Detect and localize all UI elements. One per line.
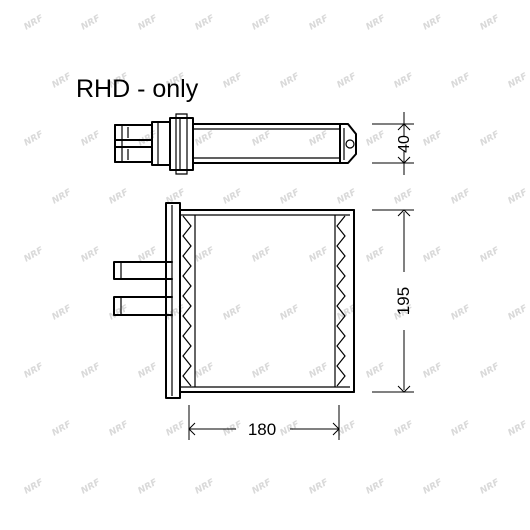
watermark-tile: NRF xyxy=(479,361,503,380)
watermark-tile: NRF xyxy=(507,71,530,90)
watermark-tile: NRF xyxy=(450,71,474,90)
watermark-tile: NRF xyxy=(51,71,75,90)
watermark-tile: NRF xyxy=(450,303,474,322)
watermark-tile: NRF xyxy=(450,419,474,438)
watermark-tile: NRF xyxy=(80,13,104,32)
watermark-tile: NRF xyxy=(194,13,218,32)
watermark-tile: NRF xyxy=(23,245,47,264)
watermark-tile: NRF xyxy=(422,477,446,496)
watermark-tile: NRF xyxy=(23,477,47,496)
front-pipes xyxy=(113,261,173,316)
core-fins-right xyxy=(336,215,346,387)
watermark-tile: NRF xyxy=(422,245,446,264)
watermark-tile: NRF xyxy=(80,129,104,148)
watermark-tile: NRF xyxy=(137,13,161,32)
watermark-tile: NRF xyxy=(194,361,218,380)
watermark-tile: NRF xyxy=(308,129,332,148)
dimension-width: 180 xyxy=(188,405,340,440)
watermark-tile: NRF xyxy=(23,13,47,32)
watermark-tile: NRF xyxy=(279,71,303,90)
watermark-tile: NRF xyxy=(165,303,189,322)
watermark-tile: NRF xyxy=(137,361,161,380)
watermark-tile: NRF xyxy=(393,419,417,438)
watermark-tile: NRF xyxy=(194,245,218,264)
front-left-tank xyxy=(165,202,181,399)
watermark-tile: NRF xyxy=(393,187,417,206)
watermark-tile: NRF xyxy=(308,245,332,264)
top-end-cap xyxy=(339,123,357,164)
watermark-tile: NRF xyxy=(108,303,132,322)
front-view xyxy=(113,202,355,399)
top-view xyxy=(114,113,357,175)
watermark-tile: NRF xyxy=(365,361,389,380)
watermark-tile: NRF xyxy=(479,13,503,32)
rhd-only-note: RHD - only xyxy=(76,75,199,103)
watermark-tile: NRF xyxy=(336,187,360,206)
watermark-tile: NRF xyxy=(194,477,218,496)
watermark-tile: NRF xyxy=(365,129,389,148)
watermark-tile: NRF xyxy=(80,245,104,264)
front-core xyxy=(179,209,355,393)
watermark-tile: NRF xyxy=(450,187,474,206)
watermark-tile: NRF xyxy=(222,187,246,206)
watermark-tile: NRF xyxy=(194,129,218,148)
watermark-tile: NRF xyxy=(23,129,47,148)
watermark-tile: NRF xyxy=(279,303,303,322)
watermark-tile: NRF xyxy=(308,361,332,380)
watermark-tile: NRF xyxy=(479,245,503,264)
watermark-tile: NRF xyxy=(51,187,75,206)
dimension-height-label: 195 xyxy=(394,287,413,315)
watermark-tile: NRF xyxy=(80,361,104,380)
watermark-tile: NRF xyxy=(137,477,161,496)
watermark-tile: NRF xyxy=(251,477,275,496)
watermark-tile: NRF xyxy=(308,477,332,496)
dimension-depth-label: 40 xyxy=(396,135,413,153)
watermark-tile: NRF xyxy=(365,13,389,32)
watermark-tile: NRF xyxy=(108,419,132,438)
core-fins-left xyxy=(182,215,192,387)
watermark-tile: NRF xyxy=(279,187,303,206)
watermark-tile: NRF xyxy=(251,245,275,264)
watermark-tile: NRF xyxy=(422,129,446,148)
top-flange xyxy=(169,113,194,175)
watermark-tile: NRF xyxy=(80,477,104,496)
watermark-tile: NRF xyxy=(393,71,417,90)
watermark-tile: NRF xyxy=(308,13,332,32)
watermark-tile: NRF xyxy=(422,361,446,380)
watermark-tile: NRF xyxy=(137,129,161,148)
watermark-tile: NRF xyxy=(336,71,360,90)
watermark-tile: NRF xyxy=(507,303,530,322)
dimension-depth: 40 xyxy=(372,112,414,175)
watermark-tile: NRF xyxy=(251,13,275,32)
dimension-width-label: 180 xyxy=(248,420,276,439)
watermark-tile: NRF xyxy=(108,187,132,206)
watermark-tile: NRF xyxy=(507,187,530,206)
watermark-tile: NRF xyxy=(336,303,360,322)
watermark-tile: NRF xyxy=(222,303,246,322)
watermark-tile: NRF xyxy=(251,129,275,148)
watermark-tile: NRF xyxy=(479,129,503,148)
watermark-tile: NRF xyxy=(51,419,75,438)
watermark-tile: NRF xyxy=(507,419,530,438)
watermark-tile: NRF xyxy=(165,419,189,438)
watermark-tile: NRF xyxy=(365,245,389,264)
top-body xyxy=(192,123,341,164)
watermark-tile: NRF xyxy=(365,477,389,496)
watermark-tile: NRF xyxy=(23,361,47,380)
watermark-tile: NRF xyxy=(422,13,446,32)
watermark-tile: NRF xyxy=(51,303,75,322)
dimension-height: 195 xyxy=(372,209,414,393)
watermark-tile: NRF xyxy=(222,71,246,90)
watermark-tile: NRF xyxy=(479,477,503,496)
watermark-tile: NRF xyxy=(251,361,275,380)
